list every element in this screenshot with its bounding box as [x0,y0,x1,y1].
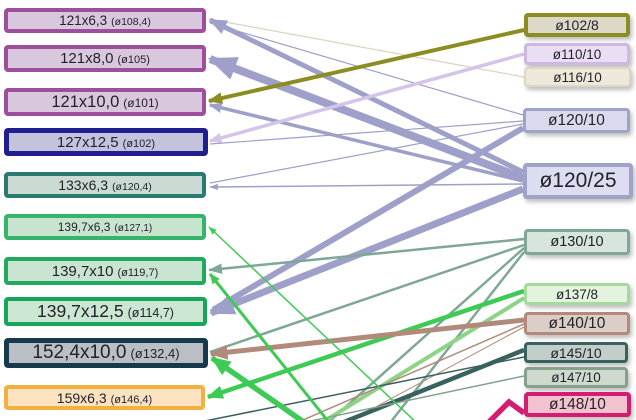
right-box-o120-10: ø120/10 [523,108,630,133]
edge-o120-10-to-133x6-3 [209,123,524,184]
left-box-152-4x10-0: 152,4x10,0(ø132,4) [4,338,208,368]
right-box-o120-25: ø120/25 [523,163,633,199]
stock-size-label: ø102/8 [555,17,599,33]
edge-o120-25-to-121x8-0 [207,55,525,182]
dimension-label: 159x6,3 [56,389,107,406]
left-box-121x6-3: 121x6,3(ø108,4) [4,8,206,33]
inner-diameter-label: (ø146,4) [110,393,153,406]
edge-o110-10-to-127x12-5 [208,52,525,143]
right-box-o148-10: ø148/10 [524,392,631,417]
stock-size-label: ø116/10 [553,69,602,85]
dimension-label: 139,7x12,5 [37,301,124,321]
edge-o130-10-to-offscreen-bottom [329,247,525,420]
dimension-label: 152,4x10,0 [32,342,127,363]
inner-diameter-label: (ø120,4) [112,181,152,193]
right-box-o140-10: ø140/10 [524,312,630,335]
stock-size-label: ø130/10 [550,234,604,250]
stock-size-label: ø120/25 [539,169,617,192]
right-box-o116-10: ø116/10 [524,67,631,87]
stock-size-label: ø147/10 [551,370,601,385]
dimension-label: 121x8,0 [60,50,114,67]
inner-diameter-label: (ø119,7) [117,266,159,279]
inner-diameter-label: (ø108,4) [111,16,151,28]
left-box-139-7x6-3: 139,7x6,3(ø127,1) [4,214,206,240]
dimension-label: 133x6,3 [58,177,109,193]
left-box-127x12-5: 127x12,5(ø102) [4,128,208,156]
edge-o120-10-to-121x6-3 [209,22,524,116]
edge-o120-25-to-139-7x12-5 [209,185,525,317]
edge-o120-10-to-139-7x12-5 [211,125,525,313]
left-box-139-7x10: 139,7x10(ø119,7) [4,257,206,285]
left-box-133x6-3: 133x6,3(ø120,4) [4,172,206,198]
stock-size-label: ø148/10 [549,395,606,413]
edge-o120-10-to-127x12-5 [209,120,524,145]
right-box-o130-10: ø130/10 [524,229,630,255]
stock-size-label: ø110/10 [552,46,602,62]
right-box-o102-8: ø102/8 [524,13,630,37]
dimension-label: 139,7x10 [51,262,114,280]
dimension-label: 121x6,3 [59,13,108,28]
edge-o120-25-to-121x10-0 [208,102,524,183]
edge-o102-8-to-121x10-0 [207,28,525,104]
right-box-o110-10: ø110/10 [524,43,630,65]
stock-size-label: ø140/10 [548,314,606,332]
edge-o140-10-to-152-4x10-0 [209,317,525,360]
inner-diameter-label: (ø127,1) [114,223,153,234]
dimension-label: 121x10,0 [51,92,120,111]
stock-size-label: ø120/10 [548,111,605,129]
dimension-label: 127x12,5 [56,133,119,151]
right-box-o145-10: ø145/10 [524,342,628,363]
stock-size-label: ø137/8 [555,286,599,302]
left-box-121x10-0: 121x10,0(ø101) [4,88,206,116]
left-box-159x6-3: 159x6,3(ø146,4) [4,385,205,410]
stock-size-label: ø145/10 [550,344,602,361]
inner-diameter-label: (ø102) [122,137,156,150]
inner-diameter-label: (ø114,7) [127,306,174,320]
edge-o148-10-to-offscreen-bottom [487,398,526,420]
edge-offscreen-bottom-to-139-7x6-3 [208,226,415,420]
left-box-139-7x12-5: 139,7x12,5(ø114,7) [4,297,207,326]
dimension-label: 139,7x6,3 [57,220,111,234]
edge-o130-10-to-152-4x10-0 [209,243,525,354]
right-box-o147-10: ø147/10 [524,367,628,388]
edge-o130-10-to-139-7x10 [208,237,525,274]
edge-o137-8-to-159x6-3 [206,288,525,400]
inner-diameter-label: (ø132,4) [130,346,180,361]
edge-offscreen-bottom-to-139-7x10 [208,273,330,420]
edge-o137-8-to-offscreen-bottom [322,296,526,420]
left-box-121x8-0: 121x8,0(ø105) [4,45,206,72]
right-box-o137-8: ø137/8 [524,283,630,305]
inner-diameter-label: (ø105) [117,54,150,66]
inner-diameter-label: (ø101) [123,95,159,110]
edge-o120-25-to-133x6-3 [209,183,524,191]
